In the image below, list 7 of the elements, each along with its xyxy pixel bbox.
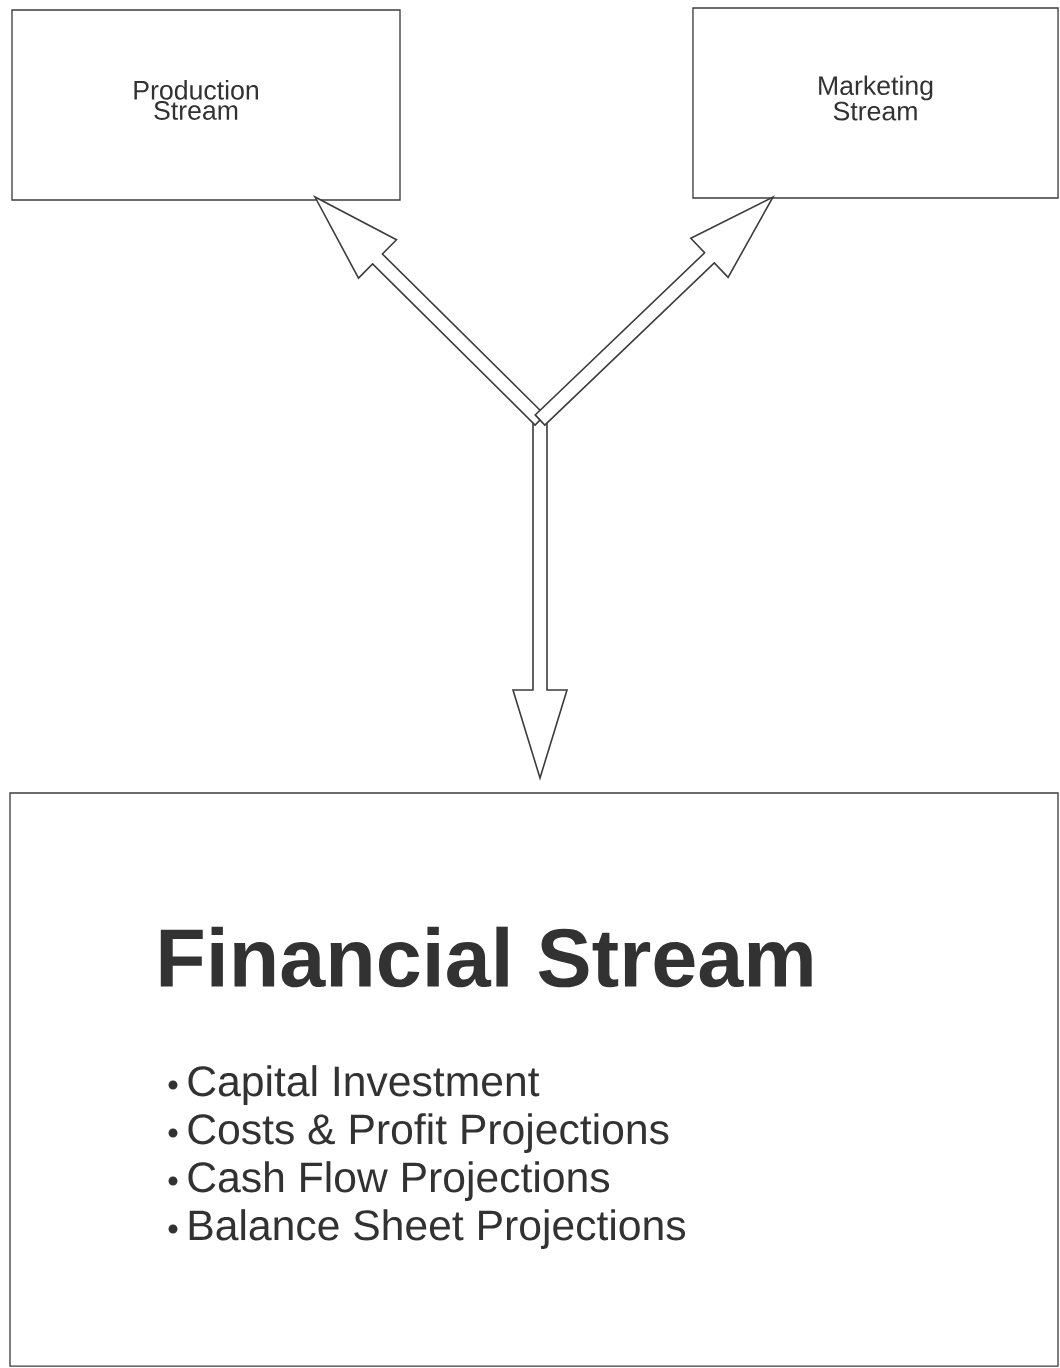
heading: Financial Stream [160, 926, 812, 988]
bullet-item: Capital Investment [188, 1065, 540, 1105]
stream-box: Production Stream [11, 9, 401, 201]
bullet-item: Cash Flow Projections [188, 1161, 610, 1201]
bullet-item: Balance Sheet Projections [189, 1209, 686, 1249]
bullet-item: Costs & Profit Projections [188, 1113, 669, 1153]
stream-box: Marketing Stream [692, 7, 1059, 199]
